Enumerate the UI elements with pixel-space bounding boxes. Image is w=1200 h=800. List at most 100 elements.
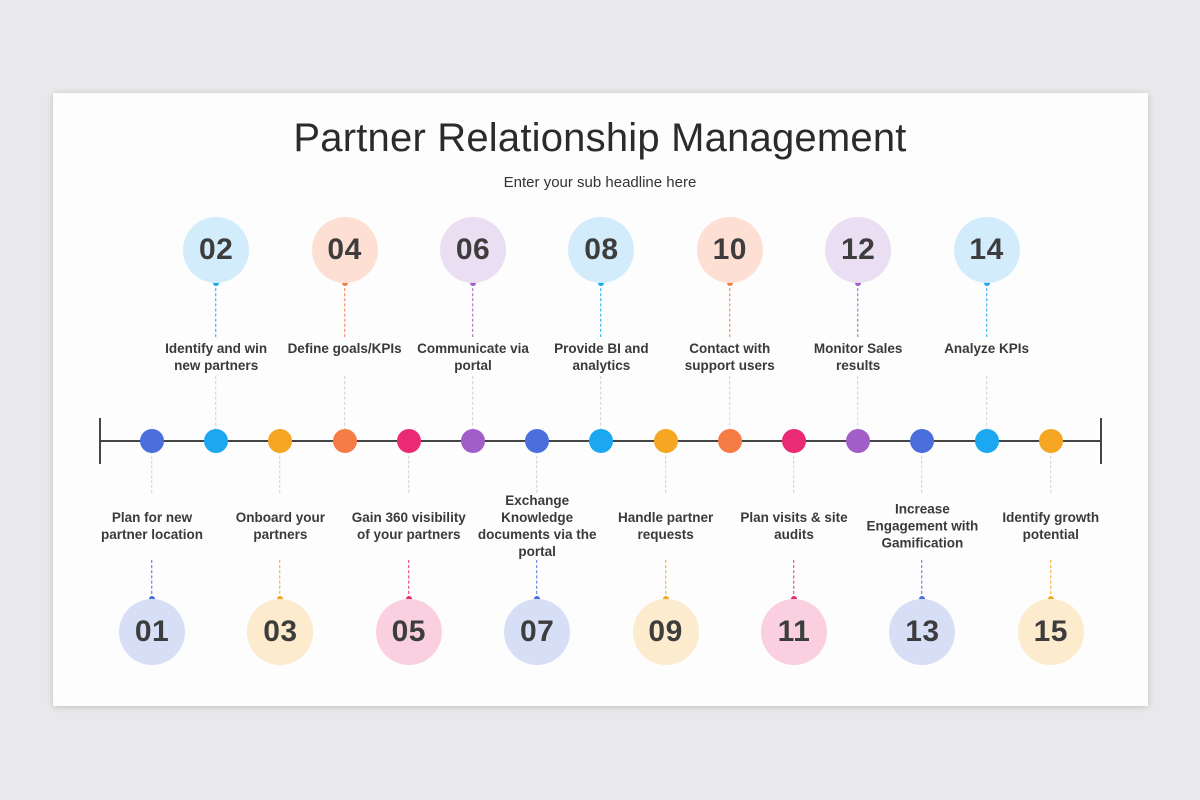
timeline-node — [204, 429, 229, 453]
page-title: Partner Relationship Management — [293, 116, 907, 160]
step-label: Identify growth potential — [1002, 510, 1100, 542]
page-subtitle: Enter your sub headline here — [503, 174, 697, 191]
colored-connector — [1050, 560, 1052, 599]
step-number: 07 — [520, 615, 555, 648]
timeline-node — [396, 429, 421, 453]
step-number-circle: 08 — [568, 217, 635, 283]
colored-connector — [664, 560, 666, 599]
slide — [53, 93, 1148, 706]
timeline-node — [1038, 429, 1063, 453]
timeline-node — [268, 429, 293, 453]
timeline-end-cap — [1100, 418, 1102, 464]
colored-connector — [729, 283, 731, 337]
dashed-connector — [729, 376, 731, 441]
dashed-connector — [793, 441, 795, 493]
step-number: 06 — [455, 233, 491, 266]
step-label: Identify and win new partners — [165, 341, 268, 373]
connector-pin — [726, 280, 733, 286]
dashed-connector — [985, 376, 987, 441]
connector-pin — [598, 280, 605, 286]
step-number-circle: 13 — [889, 599, 956, 665]
dashed-connector — [215, 376, 217, 441]
step-number: 01 — [134, 615, 170, 648]
step-label: Onboard your partners — [235, 510, 326, 542]
timeline-node — [525, 429, 550, 453]
colored-connector — [151, 560, 153, 599]
step-label: Gain 360 visibility of your partners — [351, 510, 466, 542]
step-label: Analyze KPIs — [944, 341, 1029, 356]
step-number-circle: 10 — [696, 217, 763, 283]
step-label: Exchange Knowledge documents via the por… — [477, 493, 597, 559]
timeline-node — [140, 429, 164, 453]
step-label: Contact with support users — [684, 341, 775, 373]
connector-pin — [855, 280, 862, 286]
step-number-circle: 11 — [761, 599, 827, 665]
step-number: 10 — [712, 233, 747, 266]
step-label: Define goals/KPIs — [287, 341, 402, 356]
timeline-node — [717, 429, 742, 453]
step-number-circle: 01 — [119, 599, 185, 665]
connector-pin — [213, 280, 220, 286]
timeline-node — [974, 429, 999, 453]
dashed-connector — [536, 441, 538, 493]
step-number: 04 — [327, 233, 362, 266]
step-number: 08 — [584, 233, 619, 266]
colored-connector — [215, 283, 217, 337]
colored-connector — [536, 560, 538, 599]
step-number-circle: 02 — [183, 217, 250, 283]
colored-connector — [472, 283, 474, 337]
colored-connector — [857, 283, 859, 337]
step-number: 09 — [648, 615, 683, 648]
timeline-node — [782, 429, 806, 453]
step-number: 05 — [391, 615, 426, 648]
step-number: 12 — [841, 233, 876, 266]
colored-connector — [985, 283, 987, 337]
step-number-circle: 09 — [632, 599, 699, 665]
step-number: 11 — [777, 615, 811, 648]
dashed-connector — [1050, 441, 1052, 493]
step-number-circle: 07 — [504, 599, 571, 665]
dashed-connector — [921, 441, 923, 493]
dashed-connector — [472, 376, 474, 441]
timeline-node — [589, 429, 614, 453]
dashed-connector — [857, 376, 859, 441]
dashed-connector — [664, 441, 666, 493]
step-label: Plan visits & site audits — [740, 510, 848, 542]
step-number: 13 — [905, 615, 940, 648]
dashed-connector — [600, 376, 602, 441]
colored-connector — [408, 560, 410, 599]
timeline-start-cap — [99, 418, 101, 464]
colored-connector — [343, 283, 345, 337]
step-number-circle: 15 — [1017, 599, 1084, 665]
step-number-circle: 14 — [953, 217, 1020, 283]
step-label: Monitor Sales results — [813, 341, 903, 373]
step-label: Provide BI and analytics — [554, 341, 649, 373]
step-label: Increase Engagement with Gamification — [866, 501, 979, 551]
colored-connector — [279, 560, 281, 599]
step-number-circle: 03 — [247, 599, 314, 665]
timeline-node — [846, 429, 871, 453]
step-number: 15 — [1033, 615, 1068, 648]
timeline-node — [653, 429, 678, 453]
timeline-node — [461, 429, 485, 453]
step-label: Handle partner requests — [617, 510, 714, 542]
step-number-circle: 05 — [375, 599, 442, 665]
timeline-node — [332, 429, 357, 453]
timeline-node — [910, 429, 935, 453]
step-number: 03 — [263, 615, 298, 648]
step-number-circle: 12 — [825, 217, 892, 283]
colored-connector — [921, 560, 923, 599]
dashed-connector — [343, 376, 345, 441]
connector-pin — [341, 280, 348, 286]
connector-pin — [470, 280, 476, 286]
colored-connector — [600, 283, 602, 337]
step-number-circle: 04 — [311, 217, 378, 283]
step-number: 02 — [199, 233, 234, 266]
dashed-connector — [151, 441, 153, 493]
dashed-connector — [279, 441, 281, 493]
step-number: 14 — [969, 233, 1004, 266]
step-label: Communicate via portal — [417, 341, 529, 373]
connector-pin — [983, 280, 990, 286]
dashed-connector — [408, 441, 410, 493]
step-label: Plan for new partner location — [100, 510, 203, 542]
